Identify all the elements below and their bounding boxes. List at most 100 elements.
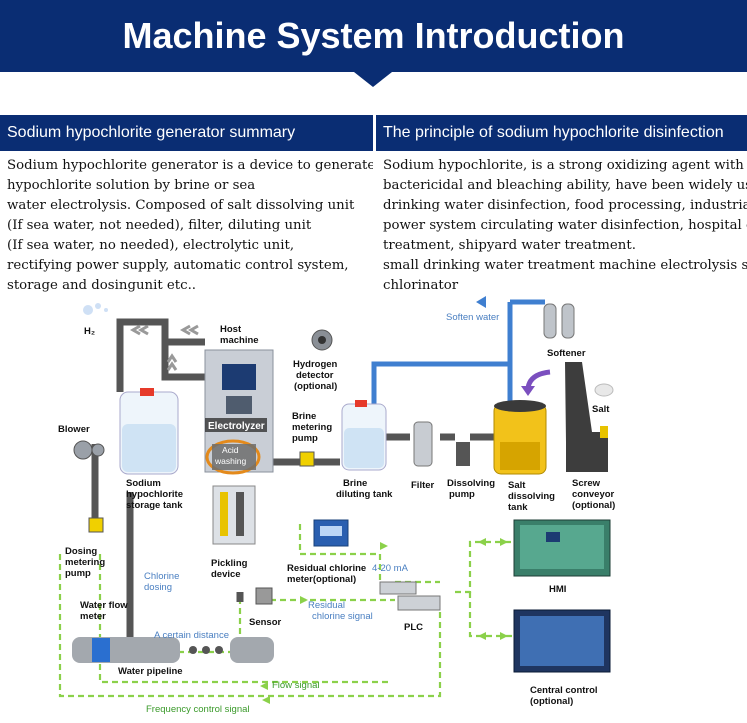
diluting-tank-label: Brine xyxy=(343,478,367,489)
salt-tank-label: Salt xyxy=(508,480,526,491)
dosing-pump-label: metering xyxy=(65,557,105,568)
current-signal-label: 4-20 mA xyxy=(372,563,409,574)
svg-text:meter: meter xyxy=(80,611,106,622)
signal-arrows xyxy=(260,538,508,704)
certain-distance-label: A certain distance xyxy=(154,630,229,641)
salt-dissolving-tank: Salt dissolving tank xyxy=(493,400,555,513)
hmi-screen: HMI xyxy=(513,519,611,595)
central-control-label: (optional) xyxy=(530,696,573,707)
screw-conveyor-label: conveyor xyxy=(572,489,615,500)
salt-feed-arrowhead xyxy=(521,386,535,396)
storage-tank-label: Sodium xyxy=(126,478,161,489)
chlorine-dosing-label: dosing xyxy=(144,582,172,593)
process-pipes xyxy=(91,318,495,637)
softener: Softener xyxy=(543,303,586,359)
svg-text:tank: tank xyxy=(508,502,528,513)
principle-line: small drinking water treatment machine e… xyxy=(383,258,747,273)
salt: Salt xyxy=(592,383,614,415)
frequency-signal-label: Frequency control signal xyxy=(146,704,250,715)
svg-text:Pickling: Pickling xyxy=(211,558,248,569)
svg-text:Water flow: Water flow xyxy=(80,600,128,611)
water-pipeline: A certain distance Water pipeline xyxy=(72,630,274,677)
salt-tank-label: dissolving xyxy=(508,491,555,502)
svg-text:(optional): (optional) xyxy=(530,696,573,707)
salt-label: Salt xyxy=(592,404,610,415)
dosing-pump-label: Dosing xyxy=(65,546,97,557)
brine-pump-label: metering xyxy=(292,422,332,433)
flow-signal-label: Flow signal xyxy=(272,680,320,691)
dosing-metering-pump: Dosing metering pump xyxy=(65,517,105,579)
svg-text:diluting tank: diluting tank xyxy=(336,489,393,500)
flow-meter-label: Water flow xyxy=(80,600,128,611)
chlorine-meter-label: Residual chlorine xyxy=(287,563,366,574)
principle-line: bactericidal and bleaching ability, have… xyxy=(383,178,747,193)
blower: Blower xyxy=(58,424,105,460)
electrolyzer: Electrolyzer Acid washing xyxy=(205,418,267,475)
svg-text:chlorine signal: chlorine signal xyxy=(312,611,373,622)
storage-tank: Sodium hypochlorite storage tank xyxy=(119,388,183,511)
svg-text:(optional): (optional) xyxy=(294,381,337,392)
summary-line: (If sea water, no needed), electrolytic … xyxy=(7,238,295,253)
svg-text:dosing: dosing xyxy=(144,582,172,593)
svg-text:Sodium: Sodium xyxy=(126,478,161,489)
svg-text:dissolving: dissolving xyxy=(508,491,555,502)
hydrogen-detector-label: (optional) xyxy=(294,381,337,392)
svg-text:Residual: Residual xyxy=(308,600,345,611)
principle-line: Sodium hypochlorite, is a strong oxidizi… xyxy=(383,158,747,173)
hydrogen-detector-label: Hydrogen xyxy=(293,359,338,370)
svg-text:Residual chlorine: Residual chlorine xyxy=(287,563,366,574)
summary-text: Sodium hypochlorite generator is a devic… xyxy=(7,156,373,296)
summary-line: Sodium hypochlorite generator is a devic… xyxy=(7,158,373,173)
residual-signal-label: chlorine signal xyxy=(312,611,373,622)
pickling-device: Pickling device xyxy=(211,485,256,580)
electrolyzer-label: Electrolyzer xyxy=(208,421,265,432)
plc-unit: PLC xyxy=(379,581,441,633)
summary-line: (If sea water, not needed), filter, dilu… xyxy=(7,218,312,233)
principle-line: power system circulating water disinfect… xyxy=(383,218,747,233)
svg-text:Central control: Central control xyxy=(530,685,598,696)
svg-text:Dosing: Dosing xyxy=(65,546,97,557)
sensor-label: Sensor xyxy=(249,617,282,628)
svg-text:Brine: Brine xyxy=(292,411,316,422)
svg-text:Screw: Screw xyxy=(572,478,601,489)
salt-tank-label: tank xyxy=(508,502,528,513)
svg-text:device: device xyxy=(211,569,241,580)
diluting-tank-label: diluting tank xyxy=(336,489,393,500)
flow-chevrons xyxy=(129,324,199,371)
page-title: Machine System Introduction xyxy=(122,15,625,56)
acid-washing-label: washing xyxy=(214,456,246,466)
summary-line: rectifying power supply, automatic contr… xyxy=(7,258,349,273)
chlorine-dosing-label: Chlorine xyxy=(144,571,179,582)
svg-text:Chlorine: Chlorine xyxy=(144,571,179,582)
svg-text:Dissolving: Dissolving xyxy=(447,478,495,489)
storage-tank-label: storage tank xyxy=(126,500,183,511)
svg-text:(optional): (optional) xyxy=(572,500,615,511)
system-flow-diagram: H₂ Host machine Electrolyzer Acid washin… xyxy=(58,296,615,715)
principle-line: drinking water disinfection, food proces… xyxy=(383,198,747,213)
svg-text:Hydrogen: Hydrogen xyxy=(293,359,338,370)
svg-text:detector: detector xyxy=(296,370,334,381)
summary-line: water electrolysis. Composed of salt dis… xyxy=(7,198,355,213)
soften-water-label: Soften water xyxy=(446,312,499,323)
residual-signal-label: Residual xyxy=(308,600,345,611)
screw-conveyor-label: Screw xyxy=(572,478,601,489)
svg-text:meter(optional): meter(optional) xyxy=(287,574,356,585)
banner-pointer xyxy=(354,72,392,87)
summary-line: storage and dosingunit etc.. xyxy=(7,278,197,293)
soften-water-arrow xyxy=(476,296,486,308)
svg-text:storage tank: storage tank xyxy=(126,500,183,511)
summary-line: hypochlorite solution by brine or sea xyxy=(7,178,256,193)
h2-label: H₂ xyxy=(84,326,95,337)
brine-diluting-tank: Brine diluting tank xyxy=(336,400,393,500)
hydrogen-detector: Hydrogen detector (optional) xyxy=(293,329,338,392)
acid-washing-label: Acid xyxy=(222,445,239,455)
brine-pump-label: pump xyxy=(292,433,318,444)
plc-label: PLC xyxy=(404,622,423,633)
h2-cloud-icon: H₂ xyxy=(83,303,108,337)
softener-label: Softener xyxy=(547,348,586,359)
central-control-label: Central control xyxy=(530,685,598,696)
flow-meter-label: meter xyxy=(80,611,106,622)
principle-line: treatment, shipyard water treatment. xyxy=(383,238,636,253)
svg-text:hypochlorite: hypochlorite xyxy=(126,489,183,500)
svg-text:metering: metering xyxy=(65,557,105,568)
